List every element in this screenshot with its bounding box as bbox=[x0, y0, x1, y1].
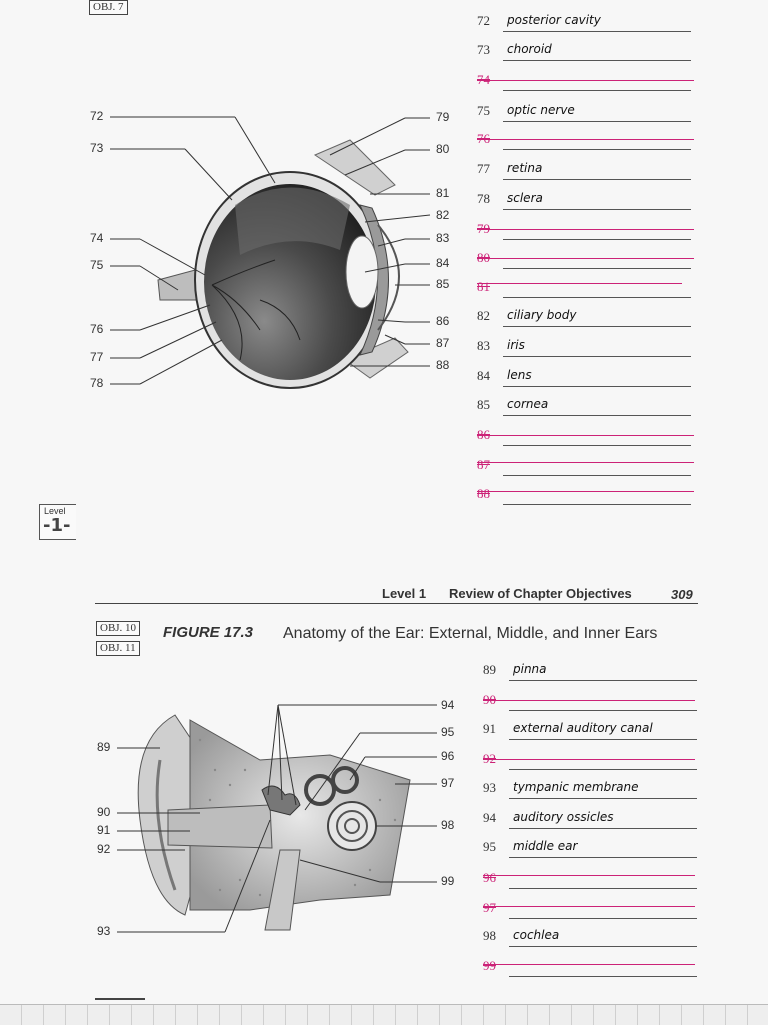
figure-label: FIGURE 17.3 bbox=[163, 624, 254, 641]
ear-label-91: 91 bbox=[97, 823, 111, 837]
obj-7-tag: OBJ. 7 bbox=[89, 0, 128, 15]
answer-row-72: 72 posterior cavity bbox=[477, 13, 692, 33]
ear-label-95: 95 bbox=[441, 725, 455, 739]
ear-label-90: 90 bbox=[97, 805, 111, 819]
page-number: 309 bbox=[671, 587, 693, 602]
answer-row-94: 94 auditory ossicles bbox=[483, 810, 698, 830]
eye-label-79: 79 bbox=[436, 110, 450, 124]
answer-text[interactable]: lens bbox=[507, 368, 532, 382]
ear-label-92: 92 bbox=[97, 842, 111, 856]
ear-label-99: 99 bbox=[441, 874, 455, 888]
eye-label-80: 80 bbox=[436, 142, 450, 156]
header-title: Review of Chapter Objectives bbox=[449, 586, 632, 601]
figure-caption: Anatomy of the Ear: External, Middle, an… bbox=[283, 625, 658, 642]
ear-label-93: 93 bbox=[97, 924, 111, 938]
answer-row-82: 82 ciliary body bbox=[477, 308, 692, 328]
eye-label-72: 72 bbox=[90, 109, 104, 123]
eye-label-86: 86 bbox=[436, 314, 450, 328]
answer-row-74: 74 bbox=[477, 72, 694, 92]
answer-row-97: 97 bbox=[483, 900, 698, 920]
eye-label-85: 85 bbox=[436, 277, 450, 291]
answer-text[interactable]: optic nerve bbox=[507, 103, 575, 117]
answer-row-83: 83 iris bbox=[477, 338, 692, 358]
obj-11-tag: OBJ. 11 bbox=[96, 641, 140, 656]
eye-label-73: 73 bbox=[90, 141, 104, 155]
bottom-grid-strip bbox=[0, 1004, 768, 1025]
eye-label-74: 74 bbox=[90, 231, 104, 245]
header-rule bbox=[95, 603, 698, 604]
answer-text[interactable]: posterior cavity bbox=[507, 13, 601, 27]
ear-label-97: 97 bbox=[441, 776, 455, 790]
answer-row-99: 99 bbox=[483, 958, 698, 978]
answer-row-81: 81 bbox=[477, 279, 692, 299]
answer-text[interactable]: sclera bbox=[507, 191, 543, 205]
answer-row-89: 89 pinna bbox=[483, 662, 698, 682]
answer-row-90: 90 bbox=[483, 692, 698, 712]
eye-label-81: 81 bbox=[436, 186, 450, 200]
eye-label-84: 84 bbox=[436, 256, 450, 270]
answer-row-91: 91 external auditory canal bbox=[483, 721, 698, 741]
answer-text[interactable]: pinna bbox=[513, 662, 547, 676]
ear-label-98: 98 bbox=[441, 818, 455, 832]
level-badge-number: -1- bbox=[43, 515, 71, 536]
eye-label-88: 88 bbox=[436, 358, 450, 372]
answer-text[interactable]: iris bbox=[507, 338, 525, 352]
answer-row-84: 84 lens bbox=[477, 368, 692, 388]
bottom-cut-mark bbox=[95, 998, 145, 1000]
answer-text[interactable]: cochlea bbox=[513, 928, 560, 942]
level-badge-word: Level bbox=[44, 506, 66, 516]
answer-row-88: 88 bbox=[477, 486, 694, 506]
answer-row-80: 80 bbox=[477, 250, 694, 270]
ear-label-96: 96 bbox=[441, 749, 455, 763]
answer-row-86: 86 bbox=[477, 427, 694, 447]
eyeball-illustration bbox=[157, 139, 409, 389]
answer-text[interactable]: choroid bbox=[507, 42, 552, 56]
eye-label-82: 82 bbox=[436, 208, 450, 222]
answer-text[interactable]: cornea bbox=[507, 397, 549, 411]
answer-row-92: 92 bbox=[483, 751, 698, 771]
ear-label-94: 94 bbox=[441, 698, 455, 712]
answer-row-98: 98 cochlea bbox=[483, 928, 698, 948]
answer-row-79: 79 bbox=[477, 221, 694, 241]
answer-row-75: 75 optic nerve bbox=[477, 103, 692, 123]
answer-text[interactable]: external auditory canal bbox=[513, 721, 653, 735]
answer-text[interactable]: middle ear bbox=[513, 839, 578, 853]
answer-text[interactable]: retina bbox=[507, 161, 543, 175]
eye-label-76: 76 bbox=[90, 322, 104, 336]
ear-label-89: 89 bbox=[97, 740, 111, 754]
eye-label-87: 87 bbox=[436, 336, 450, 350]
answer-row-87: 87 bbox=[477, 457, 694, 477]
answer-text[interactable]: auditory ossicles bbox=[513, 810, 614, 824]
obj-10-tag: OBJ. 10 bbox=[96, 621, 141, 636]
eye-label-83: 83 bbox=[436, 231, 450, 245]
answer-text[interactable]: ciliary body bbox=[507, 308, 577, 322]
eye-label-75: 75 bbox=[90, 258, 104, 272]
answer-row-73: 73 choroid bbox=[477, 42, 692, 62]
eye-label-77: 77 bbox=[90, 350, 104, 364]
answer-row-77: 77 retina bbox=[477, 161, 692, 181]
eye-label-78: 78 bbox=[90, 376, 104, 390]
header-level: Level 1 bbox=[382, 586, 427, 601]
answer-row-93: 93 tympanic membrane bbox=[483, 780, 698, 800]
ear-illustration bbox=[137, 714, 411, 931]
level-badge: Level -1- bbox=[39, 504, 76, 540]
answer-row-78: 78 sclera bbox=[477, 191, 692, 211]
answer-text[interactable]: tympanic membrane bbox=[513, 780, 639, 794]
answer-row-96: 96 bbox=[483, 870, 698, 890]
answer-row-85: 85 cornea bbox=[477, 397, 692, 417]
answer-row-76: 76 bbox=[477, 131, 694, 151]
answer-row-95: 95 middle ear bbox=[483, 839, 698, 859]
